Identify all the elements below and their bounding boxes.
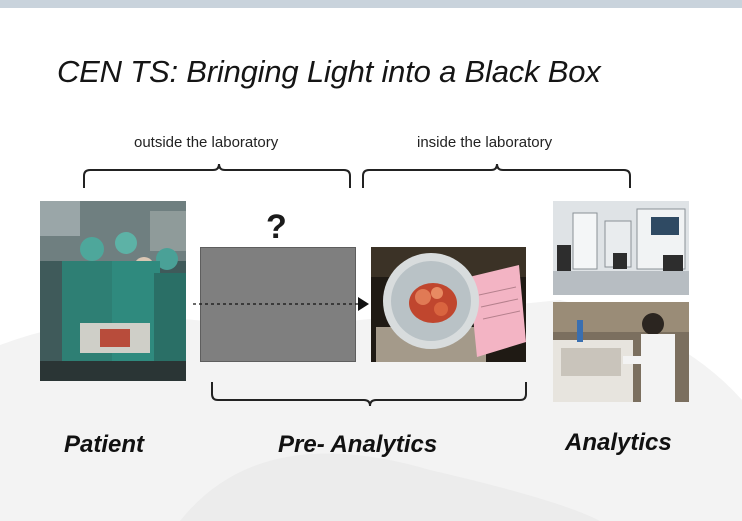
arrow-head-icon — [358, 297, 369, 311]
outside-laboratory-label: outside the laboratory — [134, 134, 279, 151]
lab-technician-photo — [553, 302, 689, 402]
slide-title: CEN TS: Bringing Light into a Black Box — [57, 54, 601, 89]
brace-outside-laboratory — [83, 163, 351, 188]
brace-inside-laboratory — [362, 163, 631, 188]
laboratory-analyzer-photo — [553, 201, 689, 295]
analytics-label: Analytics — [565, 429, 672, 456]
top-band — [0, 0, 742, 8]
tissue-specimen-bowl-photo — [371, 247, 526, 362]
inside-laboratory-label: inside the laboratory — [417, 134, 553, 151]
brace-pre-analytics — [211, 382, 527, 407]
background-swoosh-2 — [180, 453, 600, 521]
pre-analytics-label: Pre- Analytics — [278, 431, 438, 458]
surgical-team-photo — [40, 201, 186, 381]
patient-label: Patient — [64, 431, 145, 458]
unknown-marker: ? — [266, 208, 287, 246]
